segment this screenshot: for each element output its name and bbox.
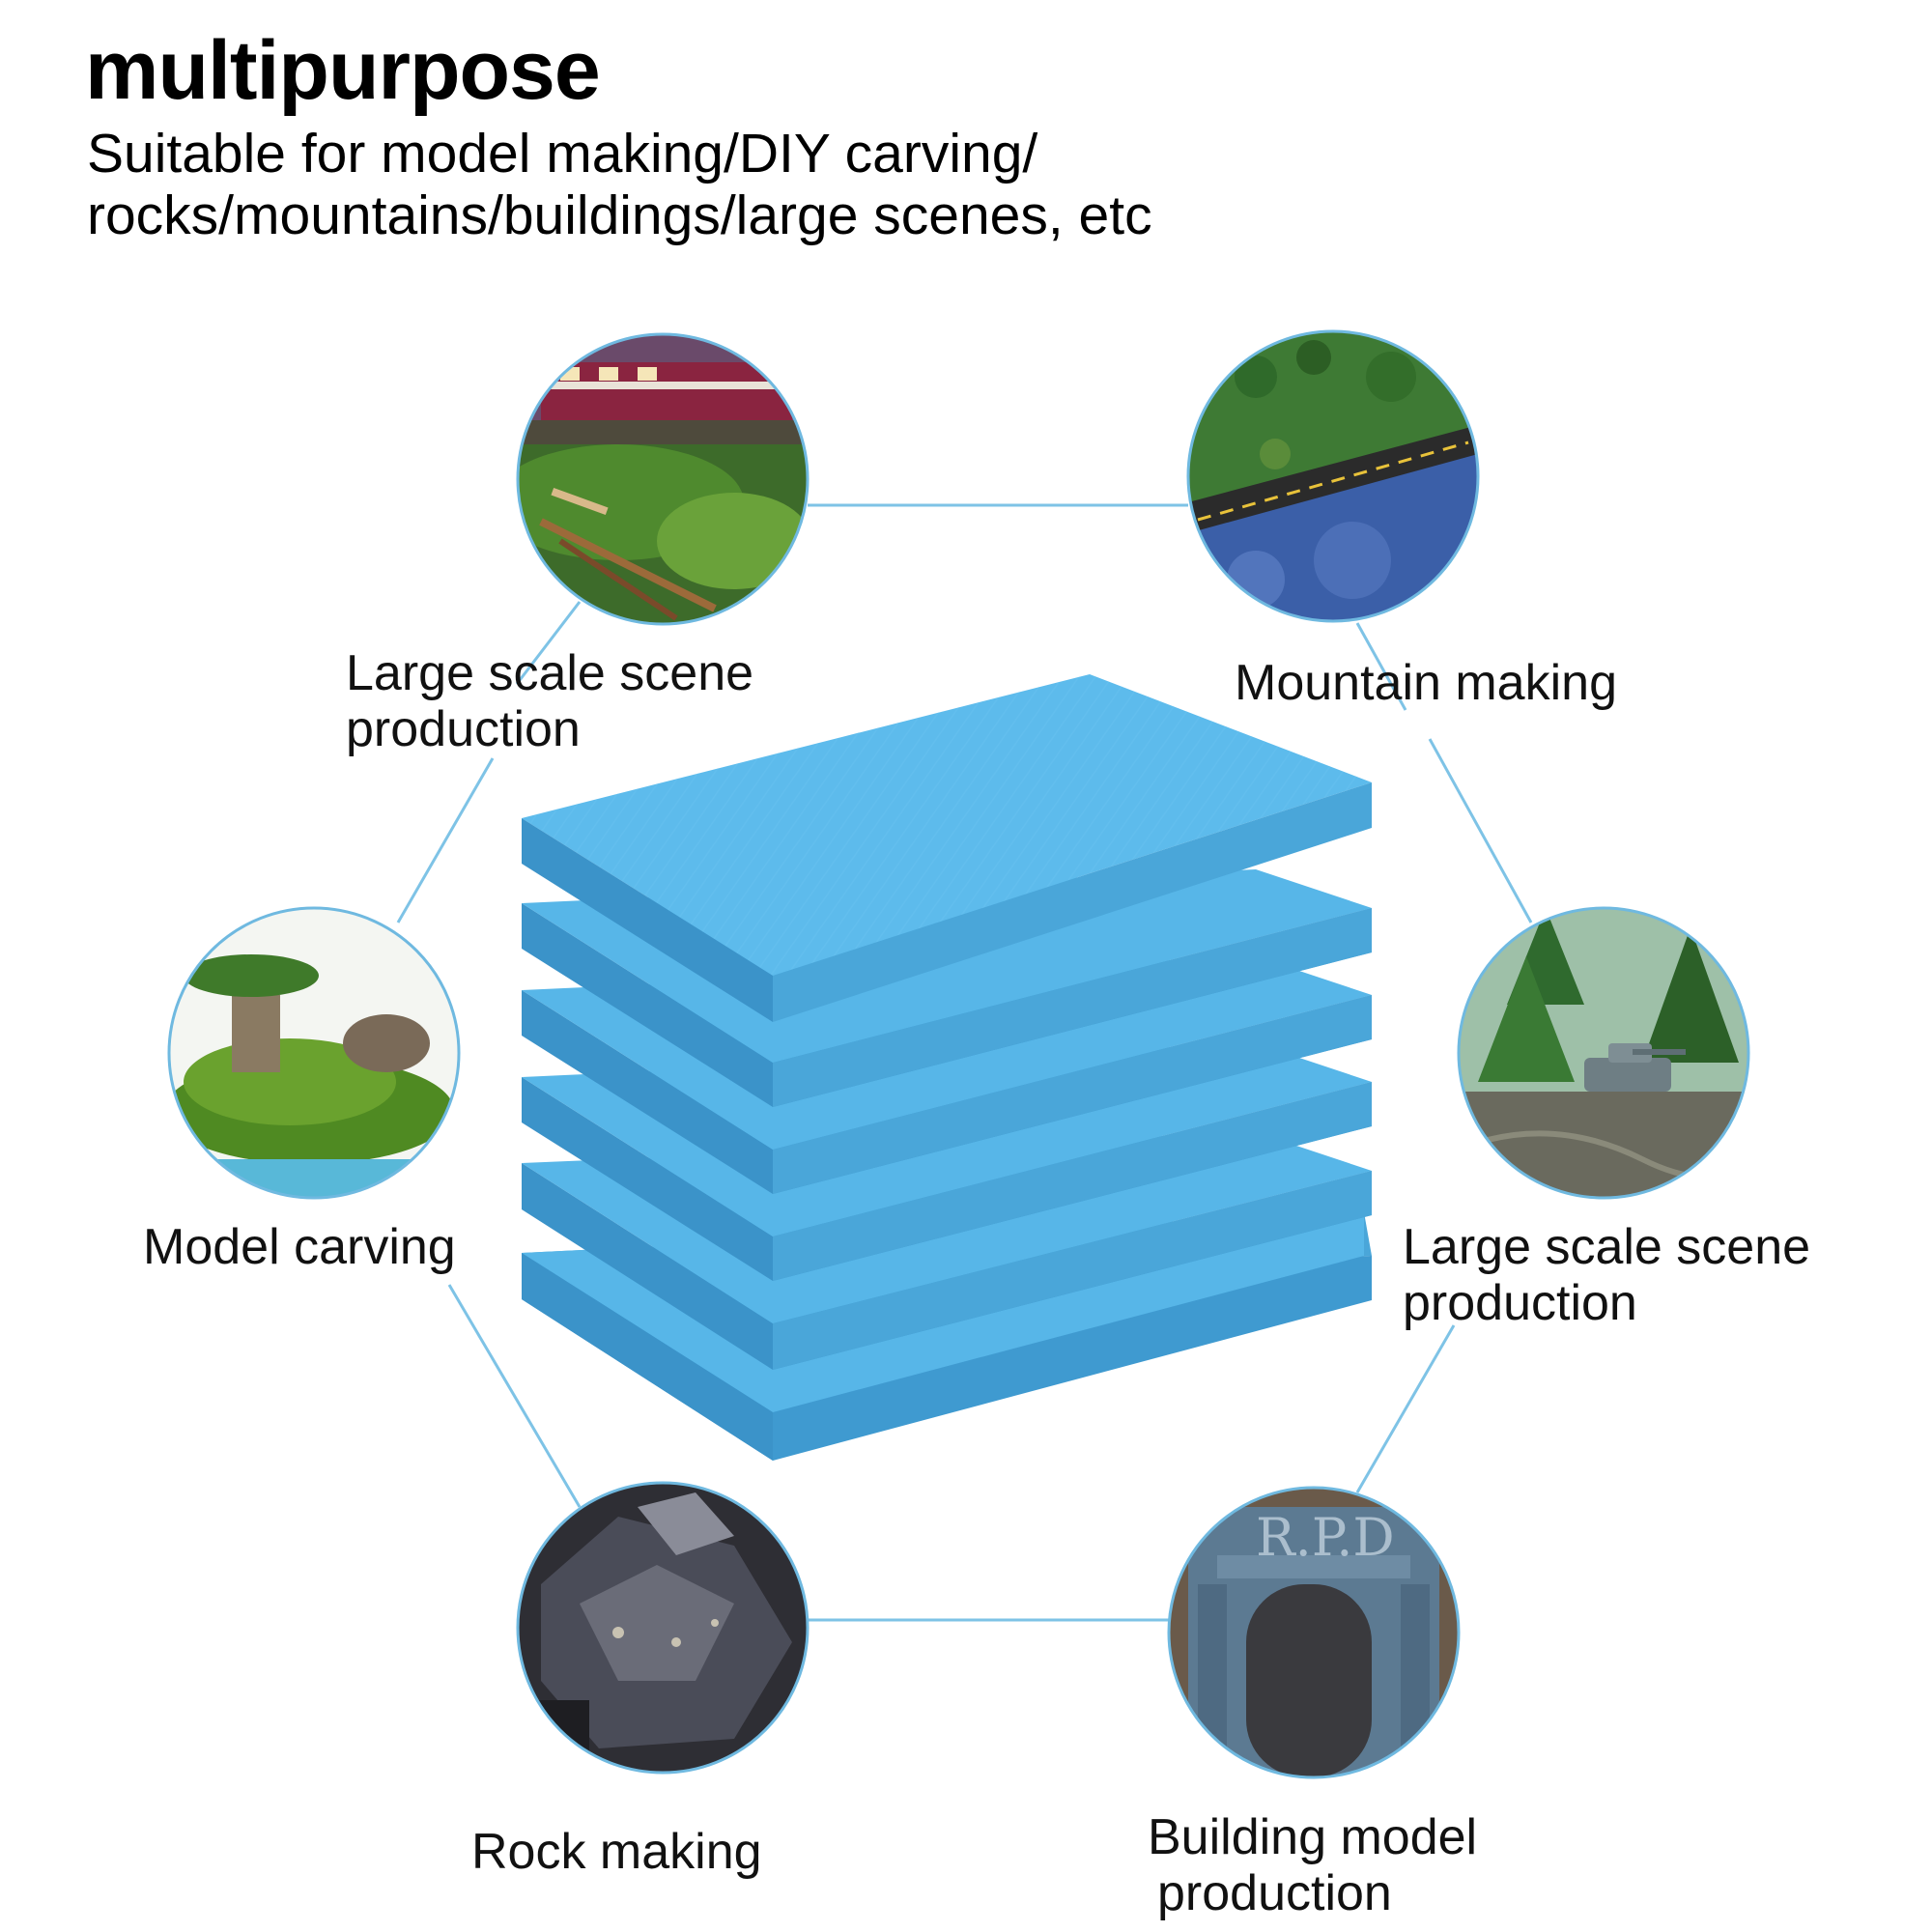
connector-top-left-upper xyxy=(515,601,582,685)
label-model-carving: Model carving xyxy=(143,1219,456,1275)
subtitle-line-2: rocks/mountains/buildings/large scenes, … xyxy=(87,185,1152,246)
svg-text:R.P.D: R.P.D xyxy=(1256,1507,1395,1568)
foam-board-1 xyxy=(522,674,1372,1022)
label-large-scale-scene-right: Large scale scene production xyxy=(1403,1219,1811,1331)
building-scene-image: R.P.D xyxy=(1167,1486,1461,1779)
bonsai-scene-image xyxy=(167,906,461,1200)
connector-top-right-lower xyxy=(1428,738,1533,923)
connector-bottom-right xyxy=(1355,1324,1456,1493)
rock-scene-image xyxy=(516,1481,810,1775)
tank-scene-image xyxy=(1457,906,1750,1200)
connector-top-left-lower xyxy=(396,757,495,923)
mountain-scene-image xyxy=(1186,329,1480,623)
label-large-scale-scene-left: Large scale scene production xyxy=(346,645,754,757)
connector-top-right-upper xyxy=(1355,622,1407,711)
subtitle-line-1: Suitable for model making/DIY carving/ xyxy=(87,123,1038,185)
label-building-model: Building model production xyxy=(1148,1809,1478,1921)
foam-board-stack xyxy=(522,674,1372,1461)
railway-scene-image xyxy=(516,332,810,626)
label-rock-making: Rock making xyxy=(471,1824,762,1880)
page-title: multipurpose xyxy=(85,24,601,117)
label-mountain-making: Mountain making xyxy=(1235,655,1617,711)
connector-bottom-left xyxy=(447,1284,582,1508)
connector-lines xyxy=(396,503,1533,1622)
